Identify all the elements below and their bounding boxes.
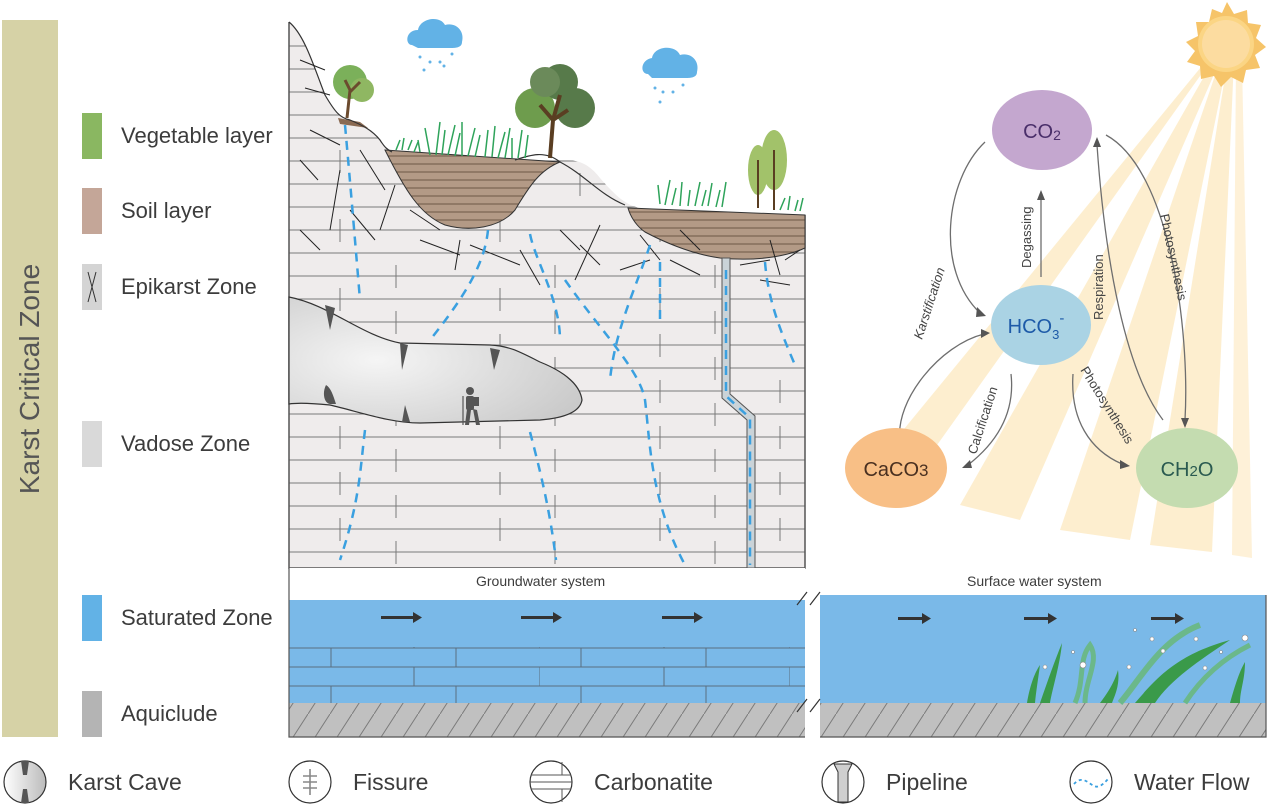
rain-cloud-icon (407, 18, 463, 72)
legend-item-vadose-zone: Vadose Zone (82, 421, 250, 467)
fissure-icon (288, 760, 332, 804)
flow-arrow-icon (1024, 613, 1057, 624)
aquiclude-swatch-icon (82, 691, 102, 737)
legend-item-vegetable-layer: Vegetable layer (82, 113, 273, 159)
bottom-legend-label: Water Flow (1134, 768, 1250, 795)
bottom-legend-karst-cave: Karst Cave (2, 760, 182, 804)
carbon-cycle-arrows (899, 134, 1187, 466)
photosynthesis-top-arrow (1105, 134, 1187, 421)
calcification-arrow (967, 373, 1013, 466)
aquatic-plants (1027, 622, 1252, 705)
legend-label: Aquiclude (121, 701, 218, 726)
vegetable-layer-swatch-icon (82, 113, 102, 159)
photosynthesis-bottom-arrow (1072, 373, 1123, 465)
tree-icon (333, 65, 374, 119)
break-marks (796, 591, 821, 713)
surface-water-body (820, 595, 1266, 703)
tree-icon (515, 64, 595, 159)
legend-label: Saturated Zone (121, 605, 273, 630)
surface-water-system-label: Surface water system (967, 573, 1102, 589)
pine-tree-icon (748, 130, 787, 210)
rain-cloud-icon (642, 47, 698, 104)
karst-critical-zone-bar: Karst Critical Zone (2, 20, 58, 737)
karst-critical-zone-label: Karst Critical Zone (14, 263, 45, 494)
grass-vegetation (395, 121, 804, 212)
svg-text:CH2O: CH2O (1161, 459, 1214, 481)
karst-scene: CO2 HCO3- CaCO3 CH2O Degassing Karstific… (288, 0, 1267, 738)
legend-label: Soil layer (121, 198, 212, 223)
bottom-legend-water-flow: Water Flow (1068, 760, 1249, 804)
bottom-legend-label: Fissure (353, 768, 429, 795)
respiration-label: Respiration (1091, 254, 1106, 320)
groundwater-saturated-zone (289, 600, 805, 647)
legend-item-epikarst-zone: Epikarst Zone (82, 264, 257, 310)
node-caco3: CaCO3 (845, 428, 947, 508)
node-ch2o: CH2O (1136, 428, 1238, 508)
legend-item-saturated-zone: Saturated Zone (82, 595, 273, 641)
bottom-legend-label: Carbonatite (594, 768, 713, 795)
aquiclude-surface (820, 703, 1266, 737)
bottom-legend-label: Pipeline (886, 768, 968, 795)
carbonatite-icon (529, 760, 573, 804)
bottom-legend-label: Karst Cave (68, 768, 182, 795)
svg-text:HCO3-: HCO3- (1008, 310, 1065, 342)
karst-cave-icon (3, 760, 47, 804)
groundwater-saturated-bricks (289, 647, 805, 703)
flow-arrow-icon (662, 612, 703, 623)
soil-layer-swatch-icon (82, 188, 102, 234)
flow-arrow-icon (521, 612, 562, 623)
respiration-arrow (1096, 144, 1164, 421)
karstification-label: Karstification (911, 266, 948, 341)
bottom-legend-fissure: Fissure (287, 760, 428, 804)
node-hco3: HCO3- (991, 285, 1091, 365)
soil-layer (338, 118, 806, 260)
legend-label: Vegetable layer (121, 123, 273, 148)
legend-label: Epikarst Zone (121, 274, 257, 299)
pipeline-icon (821, 760, 865, 804)
groundwater-system-label: Groundwater system (476, 573, 606, 589)
water-flow-icon (1069, 760, 1113, 804)
epikarst-zone-swatch-icon (82, 264, 102, 310)
degassing-label: Degassing (1019, 207, 1034, 268)
karstification-arrow (949, 141, 986, 314)
sun-icon (1186, 2, 1266, 87)
flow-arrows (381, 612, 1184, 624)
legend-label: Vadose Zone (121, 431, 251, 456)
legend-item-aquiclude: Aquiclude (82, 691, 218, 737)
sun-rays (895, 50, 1252, 558)
legend-item-soil-layer: Soil layer (82, 188, 211, 234)
karst-cave (288, 296, 583, 425)
caco3-to-hco3-arrow (899, 333, 985, 441)
svg-text:CaCO3: CaCO3 (863, 459, 928, 481)
bottom-legend-pipeline: Pipeline (820, 760, 968, 804)
aquiclude-groundwater (289, 703, 805, 737)
saturated-zone-swatch-icon (82, 595, 102, 641)
hiker-icon (462, 387, 480, 425)
arrowheads (962, 137, 1189, 469)
node-co2: CO2 (992, 90, 1092, 170)
svg-text:CO2: CO2 (1023, 121, 1061, 143)
flow-arrow-icon (898, 613, 931, 624)
flow-arrow-icon (381, 612, 422, 623)
water-flow-paths (338, 124, 797, 566)
bottom-legend-carbonatite: Carbonatite (528, 760, 713, 804)
vadose-zone-swatch-icon (82, 421, 102, 467)
flow-arrow-icon (1151, 613, 1184, 624)
